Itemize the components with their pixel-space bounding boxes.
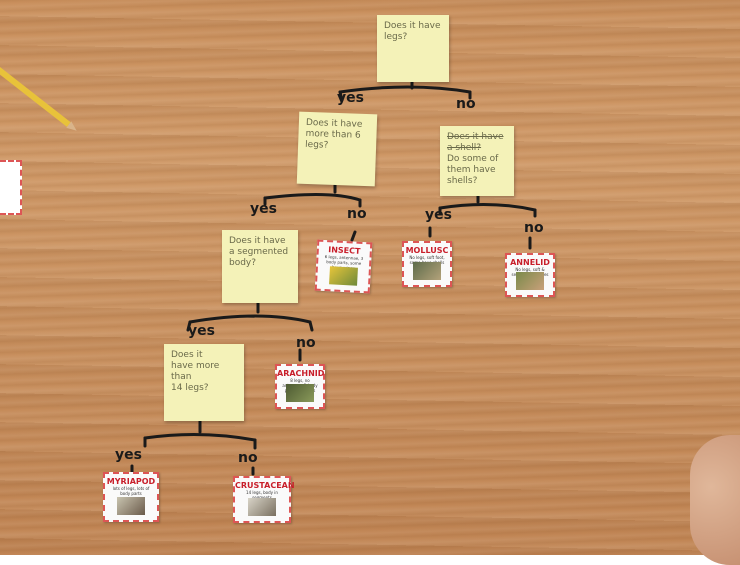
mollusc-photo [413, 262, 441, 280]
note-q2-line-2: more than 6 legs? [304, 128, 361, 151]
label-yes-1: yes [337, 90, 364, 106]
label-no-4: no [296, 335, 316, 351]
card-crustacean-desc: 14 legs, body in segments [246, 490, 278, 500]
label-yes-3: yes [425, 207, 452, 223]
myriapod-photo [117, 497, 145, 515]
card-myriapod-title: MYRIAPOD [106, 477, 156, 486]
card-crustacean: CRUSTACEAN 14 legs, body in segments [233, 476, 295, 523]
crustacean-photo [248, 498, 276, 516]
card-annelid-title: ANNELID [510, 258, 550, 267]
note-q3-line-1: Does it have [447, 132, 504, 142]
note-q1-line-1: Does it have [384, 21, 441, 31]
note-q4-line-2: a segmented [229, 247, 289, 257]
hand [690, 435, 740, 565]
label-no-2: no [347, 206, 367, 222]
sticky-note-q5: Does it have more than 14 legs? [164, 344, 244, 421]
sticky-note-q3: Does it have a shell? Do some of them ha… [440, 126, 514, 196]
label-yes-2: yes [250, 201, 277, 217]
card-edge-left [0, 160, 22, 215]
sticky-note-q1: Does it have legs? [377, 15, 449, 82]
note-q4-line-3: body? [229, 258, 257, 268]
arachnid-photo [286, 384, 314, 402]
card-mollusc-title: MOLLUSC [405, 246, 449, 255]
card-myriapod-desc: lots of legs, lots of body parts [112, 486, 150, 496]
label-no-1: no [456, 96, 476, 112]
label-no-3: no [524, 220, 544, 236]
note-q1-line-2: legs? [384, 32, 408, 42]
card-crustacean-title: CRUSTACEAN [235, 481, 295, 490]
note-q5-line-3: 14 legs? [171, 383, 209, 393]
sticky-note-q4: Does it have a segmented body? [222, 230, 298, 303]
note-q5-line-1: Does it [171, 350, 203, 360]
note-q3-line-2: a shell? [447, 143, 482, 153]
card-arachnid: ARACHNID 8 legs, no antennae, 2 body par… [275, 364, 325, 409]
sticky-note-q2: Does it have more than 6 legs? [296, 111, 378, 187]
label-no-5: no [238, 450, 258, 466]
card-arachnid-title: ARACHNID [277, 369, 325, 378]
note-q3-line-4: them have [447, 165, 496, 175]
note-q4-line-1: Does it have [229, 236, 286, 246]
insect-photo [328, 266, 358, 286]
note-q3-line-3: Do some of [447, 154, 499, 164]
note-q3-line-5: shells? [447, 176, 478, 186]
card-insect: INSECT 6 legs, antennae, 3 body parts, s… [314, 239, 373, 294]
note-q5-line-2: have more than [171, 361, 220, 382]
label-yes-4: yes [188, 323, 215, 339]
card-myriapod: MYRIAPOD lots of legs, lots of body part… [103, 472, 159, 522]
annelid-photo [516, 272, 544, 290]
card-mollusc: MOLLUSC No legs, soft foot, some have sh… [402, 241, 452, 287]
card-annelid: ANNELID No legs, soft & segmented bodies [505, 253, 555, 297]
label-yes-5: yes [115, 447, 142, 463]
